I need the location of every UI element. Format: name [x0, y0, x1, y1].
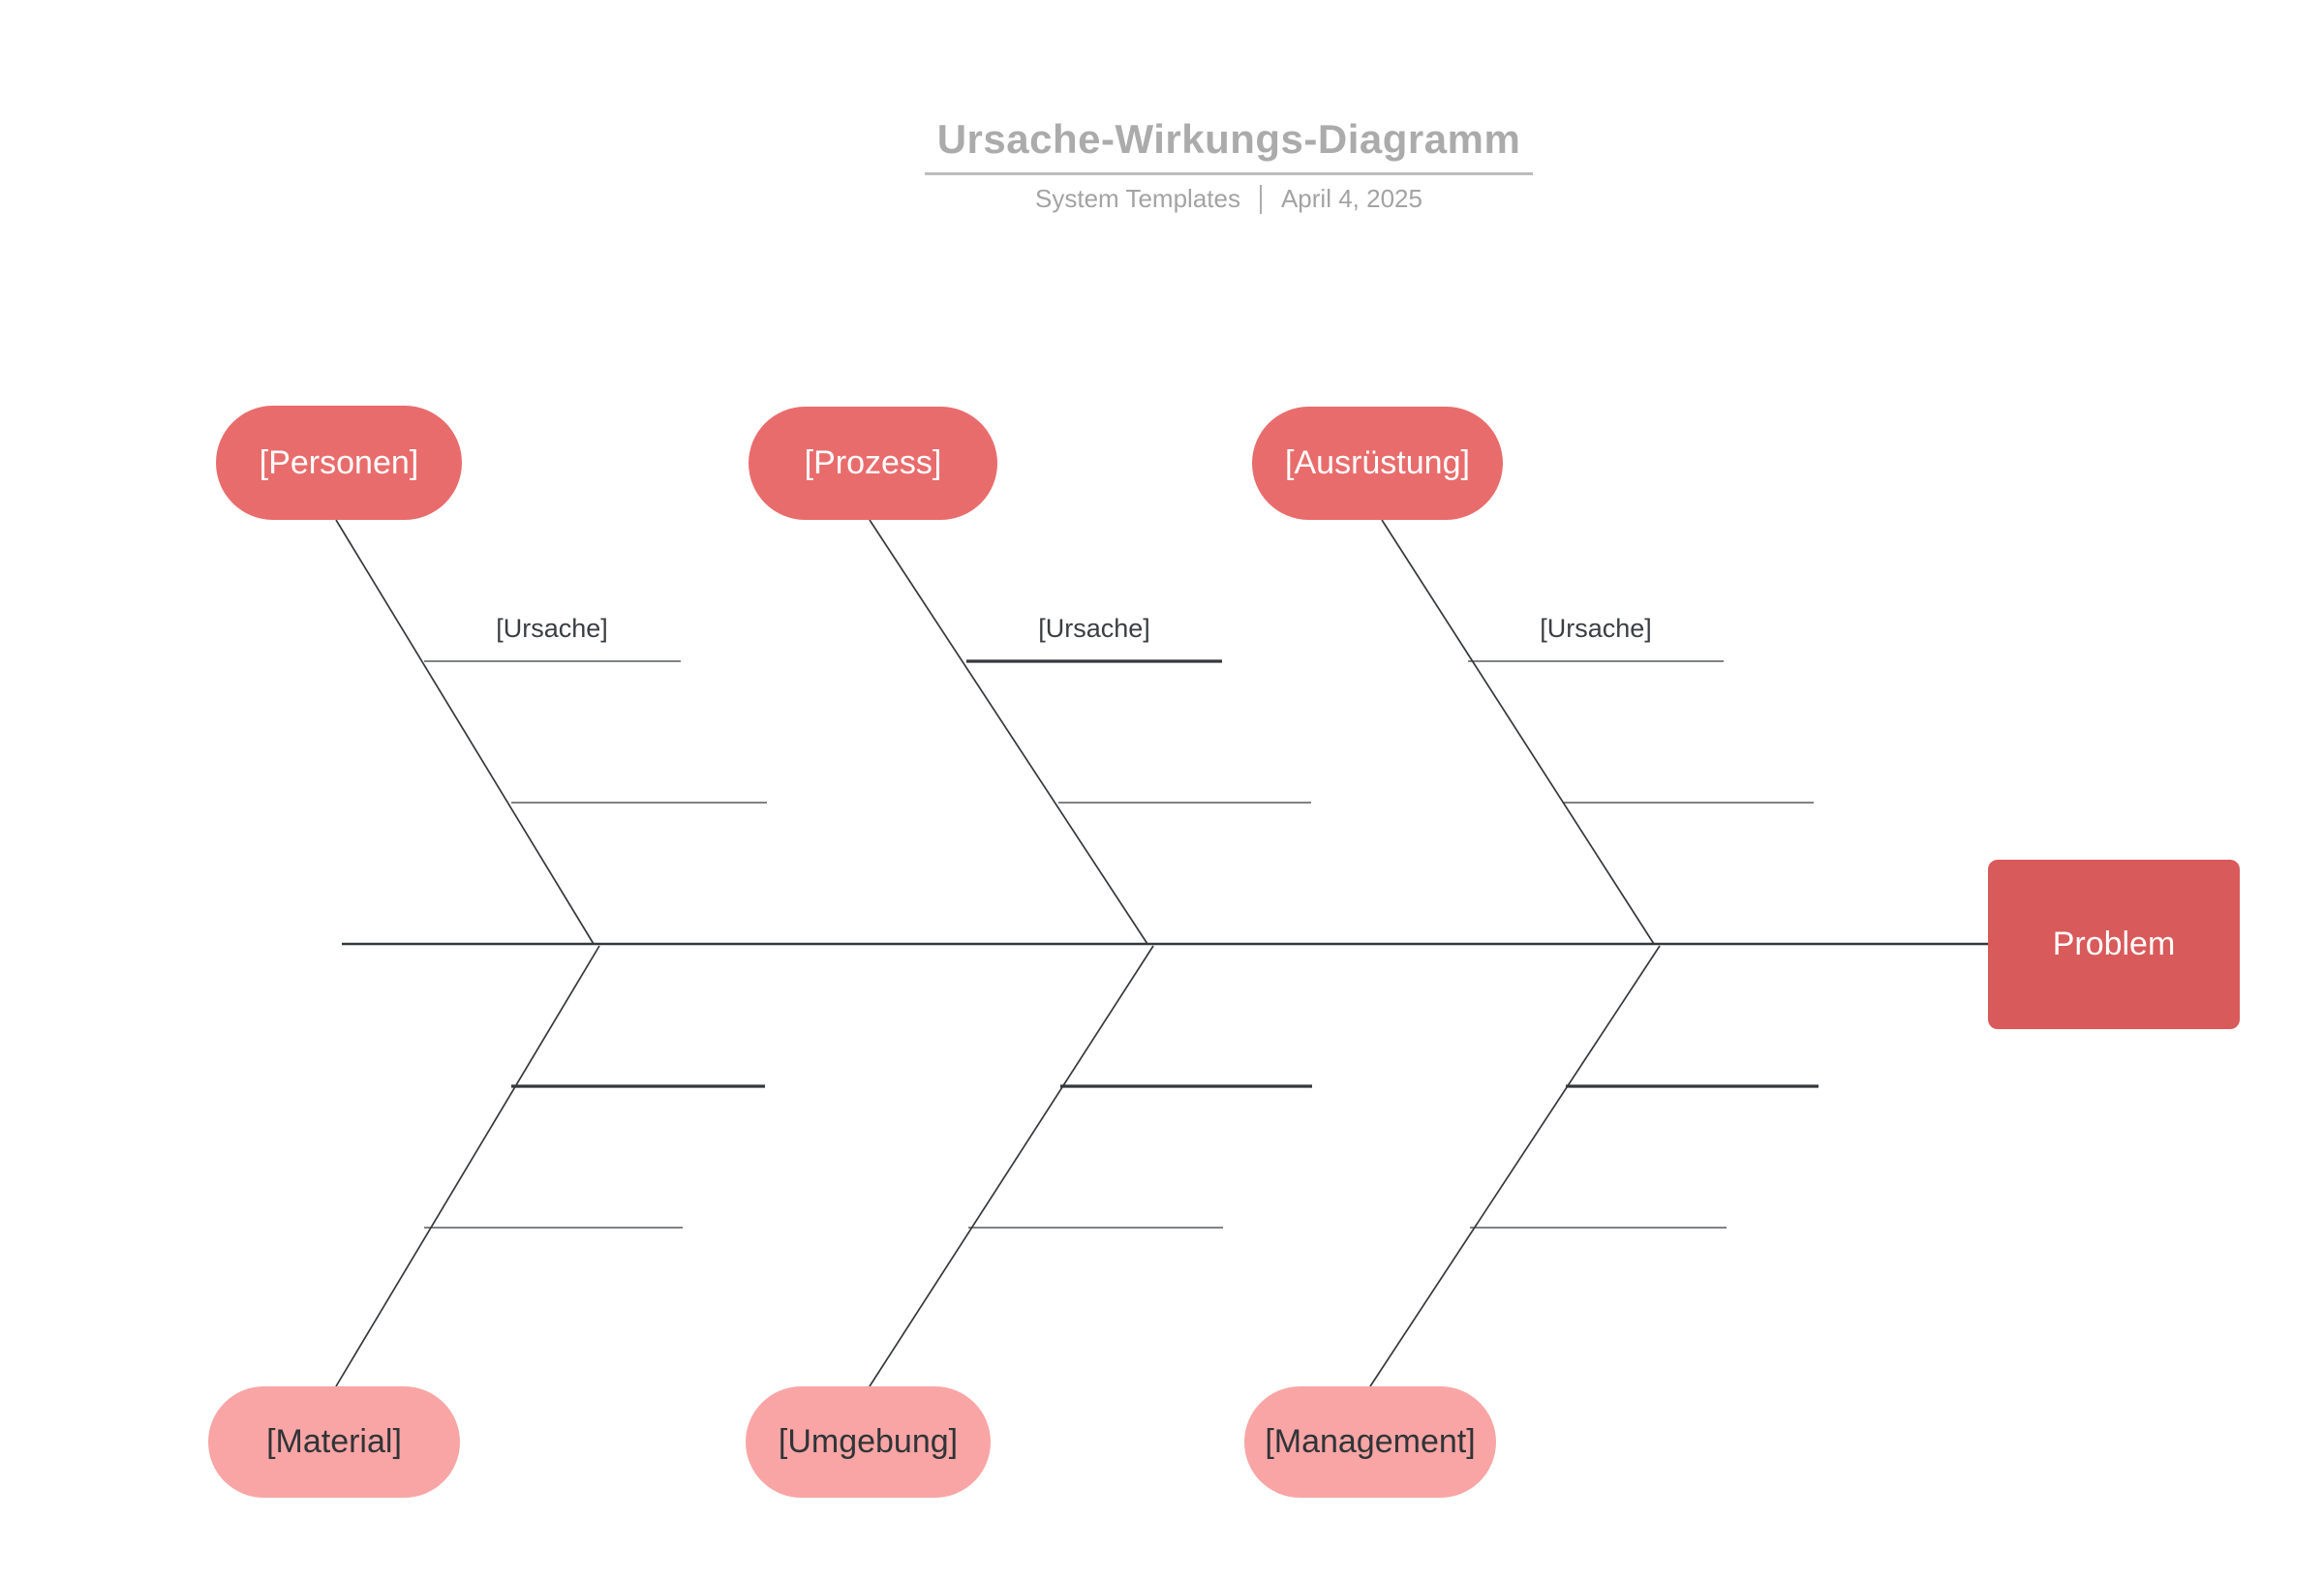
- category-pill-umgebung[interactable]: [Umgebung]: [746, 1386, 991, 1498]
- diagonal-management: [1369, 945, 1661, 1387]
- category-pill-ausruestung[interactable]: [Ausrüstung]: [1252, 407, 1503, 520]
- category-label-prozess: [Prozess]: [804, 444, 942, 481]
- category-label-ausruestung: [Ausrüstung]: [1285, 444, 1470, 481]
- diagonal-ausruestung: [1381, 519, 1655, 945]
- category-pill-prozess[interactable]: [Prozess]: [749, 407, 997, 520]
- author-label: System Templates: [1035, 184, 1240, 213]
- category-pill-material[interactable]: [Material]: [208, 1386, 460, 1498]
- diagonal-umgebung: [869, 945, 1154, 1387]
- subtitle-divider: [1259, 184, 1262, 214]
- category-pill-management[interactable]: [Management]: [1244, 1386, 1496, 1498]
- category-label-management: [Management]: [1265, 1423, 1476, 1460]
- category-label-umgebung: [Umgebung]: [778, 1423, 959, 1460]
- cause-label-prozess[interactable]: [Ursache]: [1038, 614, 1150, 643]
- category-label-personen: [Personen]: [259, 443, 419, 481]
- diagram-subtitle: System Templates April 4, 2025: [925, 184, 1533, 214]
- page-title: Ursache-Wirkungs-Diagramm: [925, 116, 1533, 175]
- cause-label-personen[interactable]: [Ursache]: [496, 614, 608, 643]
- category-pill-personen[interactable]: [Personen]: [216, 406, 462, 520]
- problem-label: Problem: [2052, 926, 2176, 962]
- diagonal-material: [335, 945, 600, 1387]
- diagram-header: Ursache-Wirkungs-Diagramm System Templat…: [925, 116, 1533, 214]
- category-label-material: [Material]: [266, 1423, 402, 1460]
- cause-label-ausruestung[interactable]: [Ursache]: [1540, 614, 1652, 643]
- problem-box[interactable]: Problem: [1988, 860, 2240, 1029]
- diagonal-personen: [335, 519, 595, 945]
- diagonal-prozess: [869, 519, 1148, 945]
- date-label: April 4, 2025: [1280, 184, 1422, 213]
